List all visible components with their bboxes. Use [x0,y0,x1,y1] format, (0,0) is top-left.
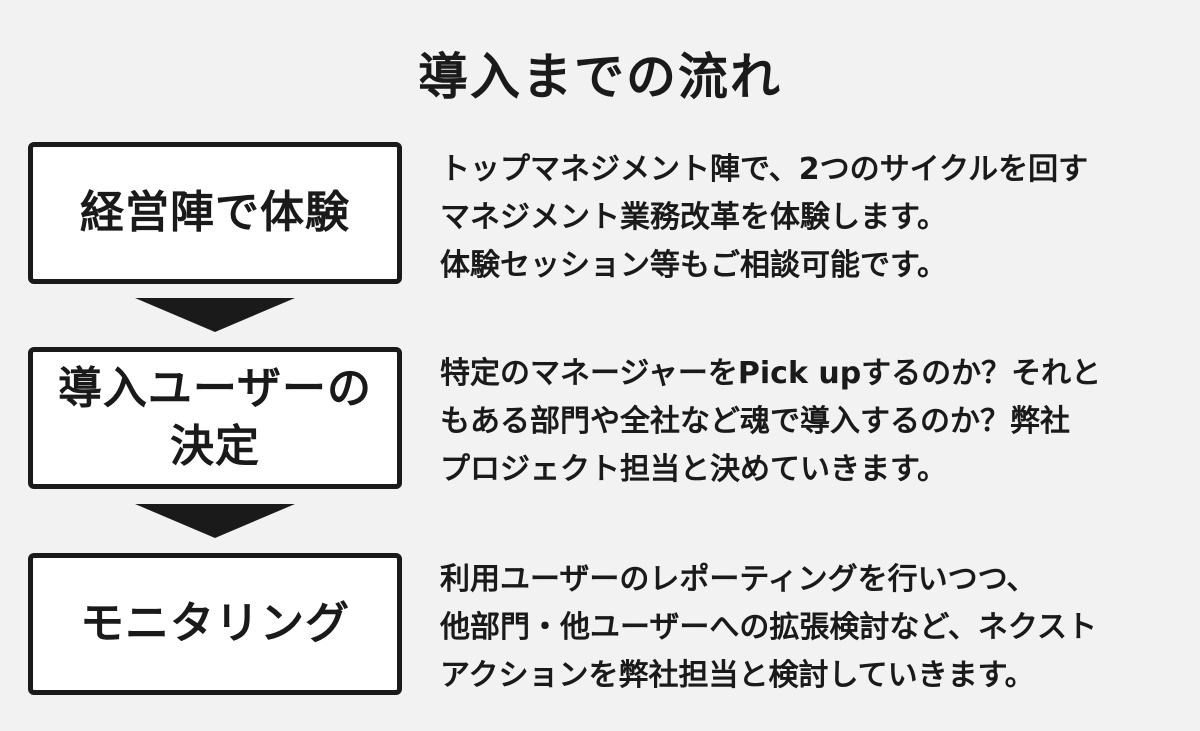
step-box-1: 経営陣で体験 [28,142,402,284]
step-label-1: 経営陣で体験 [80,187,350,238]
step-box-2: 導入ユーザーの 決定 [28,347,402,489]
page-title: 導入までの流れ [418,48,782,106]
description-line: 他部門・他ユーザーへの拡張検討など、ネクスト [440,610,1097,645]
step-description-1: トップマネジメント陣で、2つのサイクルを回す マネジメント業務改革を体験します。… [440,146,1180,290]
description-line: プロジェクト担当と決めていきます。 [440,452,947,487]
step-description-2: 特定のマネージャーをPick upするのか？それと もある部門や全社など魂で導入… [440,350,1180,494]
description-line: もある部門や全社など魂で導入するのか？弊社 [440,404,1070,439]
step-description-3: 利用ユーザーのレポーティングを行いつつ、 他部門・他ユーザーへの拡張検討など、ネ… [440,556,1180,700]
description-line: トップマネジメント陣で、2つのサイクルを回す [440,152,1089,187]
description-line: マネジメント業務改革を体験します。 [440,200,947,235]
description-line: 特定のマネージャーをPick upするのか？それと [440,356,1102,391]
down-arrow-icon [135,504,295,538]
description-line: アクションを弊社担当と検討していきます。 [440,658,1035,693]
step-label-3: モニタリング [80,598,350,649]
description-line: 体験セッション等もご相談可能です。 [440,248,947,283]
step-box-3: モニタリング [28,553,402,695]
description-line: 利用ユーザーのレポーティングを行いつつ、 [440,562,1037,597]
down-arrow-icon [135,298,295,332]
step-label-2: 導入ユーザーの 決定 [57,363,373,472]
